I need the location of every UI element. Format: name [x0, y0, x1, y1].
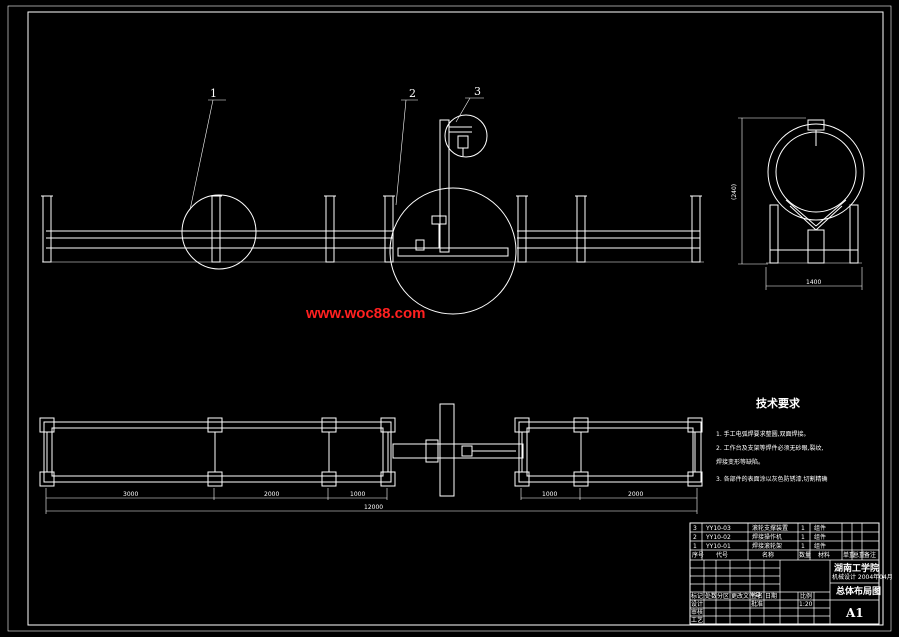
role-process: 工艺 — [691, 616, 703, 624]
welding-operator — [397, 119, 509, 257]
label-change: 更改文件号 — [731, 592, 761, 600]
part-name-3: 滚轮支撑装置 — [752, 524, 788, 532]
school-subline: 机械设计 2004年04月 — [832, 573, 893, 581]
header-name: 名称 — [762, 551, 774, 559]
header-code: 代号 — [716, 551, 728, 559]
part-no-1: 1 — [693, 543, 697, 550]
part-code-2: YY10-02 — [705, 534, 731, 541]
sheet-size: A1 — [845, 606, 864, 620]
label-sign: 签名 — [751, 592, 763, 600]
end-height-dim: (240) — [731, 184, 738, 200]
end-width-dim: 1400 — [806, 279, 821, 286]
label-count: 处数 — [705, 592, 717, 600]
watermark-text: www.woc88.com — [305, 305, 425, 322]
part-material-2: 组件 — [814, 533, 826, 541]
part-code-1: YY10-01 — [705, 543, 731, 550]
header-qty: 数量 — [799, 551, 811, 559]
part-material-3: 组件 — [814, 524, 826, 532]
tech-requirements: 技术要求 1. 手工电弧焊要求整圆,双面焊接。 2. 工作台及支架等焊件必须无砂… — [716, 396, 828, 483]
scale-value: 1:20 — [799, 601, 813, 608]
part-material-1: 组件 — [814, 542, 826, 550]
front-posts — [41, 195, 702, 263]
plan-dim-1: 3000 — [123, 491, 138, 498]
plan-view: 3000 2000 1000 1000 2000 12000 — [39, 403, 703, 514]
header-no: 序号 — [692, 551, 704, 559]
plan-dim-4: 1000 — [542, 491, 557, 498]
end-view: (240) 1400 — [731, 117, 865, 290]
label-mark: 标记 — [691, 592, 703, 600]
role-design: 设计 — [691, 600, 703, 608]
detail-circle-1 — [181, 194, 257, 270]
part-qty-1: 1 — [801, 543, 805, 550]
part-qty-2: 1 — [801, 534, 805, 541]
header-material: 材料 — [818, 551, 830, 559]
header-total: 总重 — [853, 551, 865, 559]
balloon-1: 1 — [210, 87, 217, 100]
outer-frame — [7, 5, 892, 632]
header-weight: 单重 — [843, 551, 855, 559]
part-qty-3: 1 — [801, 525, 805, 532]
header-remark: 备注 — [864, 551, 876, 559]
school-name: 湖南工学院 — [834, 562, 879, 574]
balloon-2: 2 — [409, 87, 416, 100]
role-approve: 批准 — [751, 600, 763, 608]
tech-req-item-1: 1. 手工电弧焊要求整圆,双面焊接。 — [716, 430, 810, 438]
detail-circle-3 — [444, 114, 488, 158]
scale-label: 比例 — [800, 592, 812, 600]
label-date: 日期 — [765, 592, 777, 600]
tech-req-item-3: 焊接变形等缺陷。 — [716, 458, 764, 466]
plan-dim-5: 2000 — [628, 491, 643, 498]
part-code-3: YY10-03 — [705, 525, 731, 532]
label-zone: 分区 — [717, 592, 729, 600]
detail-circle-2 — [389, 187, 517, 315]
plan-dim-3: 1000 — [350, 491, 365, 498]
part-name-1: 焊接滚轮架 — [752, 542, 782, 550]
part-no-3: 3 — [693, 525, 697, 532]
inner-frame — [27, 11, 884, 626]
front-elevation: 1 2 3 — [41, 85, 704, 315]
part-no-2: 2 — [693, 534, 697, 541]
plan-dim-total: 12000 — [364, 504, 383, 511]
plan-dim-2: 2000 — [264, 491, 279, 498]
tech-req-item-4: 3. 各部件的表面涂以灰色防锈漆,切割精确 — [716, 475, 828, 483]
tech-req-title: 技术要求 — [756, 396, 801, 410]
drawing-name: 总体布局图 — [836, 585, 881, 597]
role-review: 审核 — [691, 608, 703, 616]
part-name-2: 焊接操作机 — [752, 533, 782, 541]
tech-req-item-2: 2. 工作台及支架等焊件必须无砂眼,裂纹, — [716, 444, 824, 452]
balloon-3: 3 — [474, 85, 481, 98]
title-block: 3 YY10-03 滚轮支撑装置 1 组件 2 YY10-02 焊接操作机 1 … — [689, 522, 893, 625]
